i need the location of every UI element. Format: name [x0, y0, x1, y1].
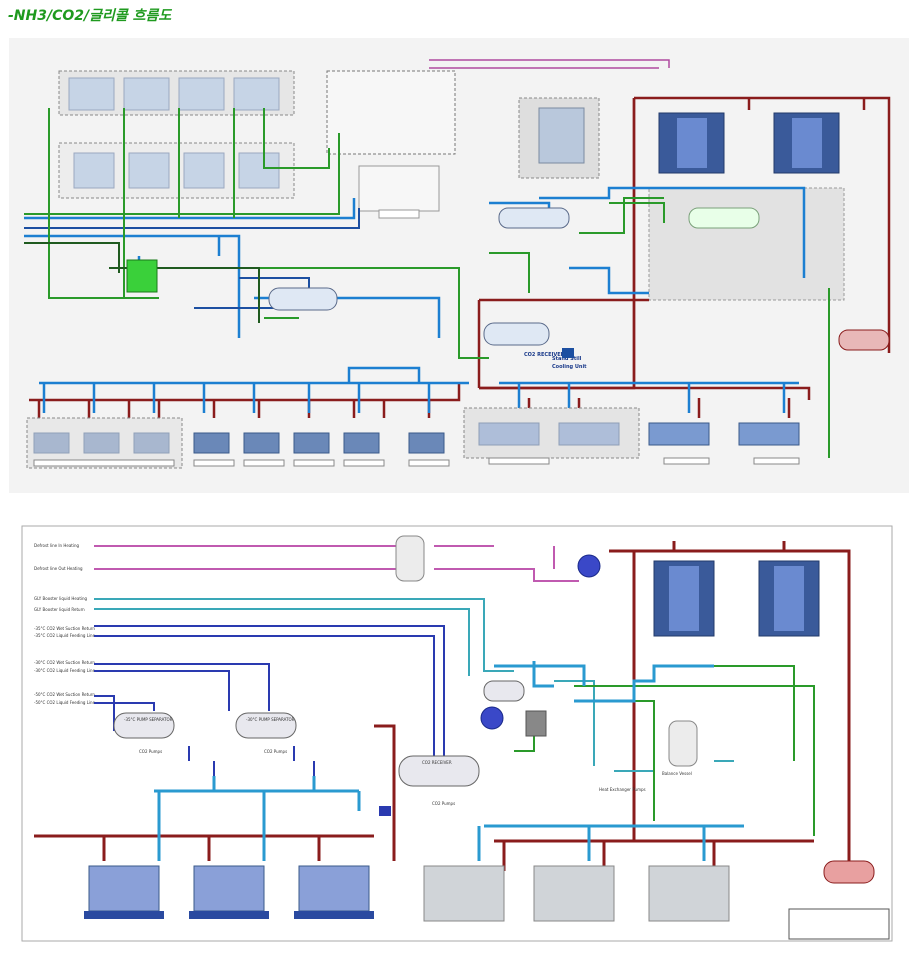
defrost-vessel: [395, 535, 425, 582]
nh3-co2-flow-diagram-top: CO2 RECEIVER Stand Still Cooling Unit: [9, 38, 909, 493]
co2-separator-vessel-1: [126, 259, 158, 293]
co2-pump-lines-bottom: [154, 661, 744, 861]
co2-receiver-label: CO2 RECEIVER: [524, 352, 565, 358]
glycol-lines: [24, 108, 830, 458]
line-label-3: GLY Booster liquid Heating: [34, 596, 88, 601]
co2-compressors: [33, 432, 445, 454]
pump-label-2: CO2 Pumps: [264, 749, 287, 754]
separator-2-label: -30°C PUMP SEPARATOR: [246, 717, 295, 722]
line-label-10: -50°C CO2 Liquid Feeding Line: [34, 700, 96, 705]
line-label-6: -35°C CO2 Liquid Feeding Line: [34, 633, 96, 638]
line-label-7: -30°C CO2 Wet Suction Return: [34, 660, 95, 665]
oil-cooler: [577, 554, 601, 578]
hx-pumps-label: Heat Exchanger Pumps: [599, 787, 646, 792]
defrost-lines: [429, 59, 670, 69]
spiral-freezer-units: [68, 77, 280, 189]
iqf-freezer: [358, 165, 440, 212]
heat-exchanger-1: [480, 706, 504, 730]
tunnel-freezer: [326, 70, 456, 155]
pump-label-1: CO2 Pumps: [139, 749, 162, 754]
iqf-label-box: [378, 209, 420, 219]
page-title: -NH3/CO2/글리콜 흐름도: [8, 8, 172, 24]
defrost-lines-bottom: [94, 545, 579, 582]
co2-compressors-bottom: [84, 865, 374, 919]
line-label-9: -50°C CO2 Wet Suction Return: [34, 692, 95, 697]
pump-label-3: CO2 Pumps: [432, 801, 455, 806]
bottom-diagram-svg: Defrost line In Heating Defrost line Out…: [21, 525, 893, 942]
nh3-receiver-bottom: [823, 860, 875, 884]
line-label-8: -30°C CO2 Liquid Feeding Line: [34, 668, 96, 673]
nh3-co2-flow-diagram-bottom: Defrost line In Heating Defrost line Out…: [14, 521, 908, 961]
top-diagram-svg: CO2 RECEIVER Stand Still Cooling Unit: [24, 59, 891, 469]
nh3-separator-vessel-2: [688, 207, 760, 229]
line-label-5: -35°C CO2 Wet Suction Return: [34, 626, 95, 631]
standstill-cooling-unit: [562, 348, 574, 358]
standstill-label-1: Stand Still: [552, 356, 582, 362]
pipe-line-labels: Defrost line In Heating Defrost line Out…: [34, 543, 96, 705]
co2-receiver-bottom-label: CO2 RECEIVER: [422, 760, 452, 765]
separator-1-label: -35°C PUMP SEPARATOR: [124, 717, 173, 722]
co2-separator-vessel-2: [268, 287, 338, 311]
nh3-compressors-bottom: [423, 865, 730, 922]
nh3-receiver-vessel: [838, 329, 890, 351]
plate-heat-exchanger: [525, 710, 547, 737]
nh3-separator-vessel: [498, 207, 570, 229]
nh3-separator-box: [648, 187, 845, 301]
pump-separator-2: [235, 712, 297, 739]
co2-lines-bottom: [94, 625, 445, 776]
co2-receiver-bottom: [398, 755, 480, 787]
pump-separator-1: [113, 712, 175, 739]
nh3-separator-bottom: [483, 680, 525, 702]
line-label-2: Defrost line Out Heating: [34, 566, 83, 571]
balance-vessel: [668, 720, 698, 767]
line-label-4: GLY Booster liquid Return: [34, 607, 85, 612]
title-block: [788, 908, 890, 940]
co2-receiver-vessel: [483, 322, 550, 346]
glycol-lines-bottom: [94, 598, 734, 772]
balance-vessel-label: Balance Vessel: [662, 771, 692, 776]
nh3-compressors: [478, 422, 800, 446]
standstill-label-2: Cooling Unit: [552, 364, 587, 370]
line-label-1: Defrost line In Heating: [34, 543, 79, 548]
standstill-unit-bottom: [379, 806, 391, 816]
